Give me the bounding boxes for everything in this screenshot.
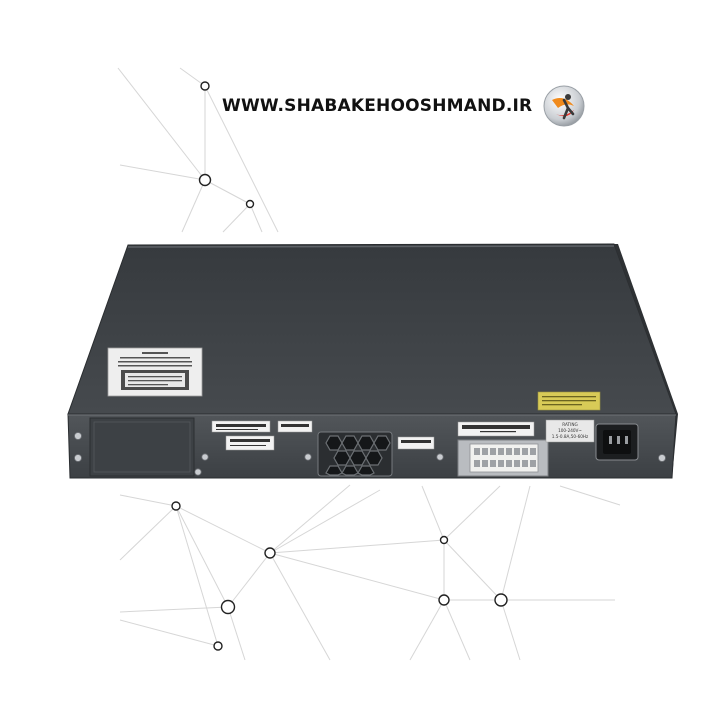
fan-vent [317,431,393,477]
warning-label [537,391,601,411]
serial-number-labels [211,420,535,451]
power-rating-label: RATING 100-240V~ 1.5-0.8A,50-60Hz [545,419,595,443]
rps-connector [457,439,549,477]
compliance-label [107,347,203,397]
module-slot-cover [89,417,195,477]
rating-title: RATING [562,422,577,427]
watermark-site-text: WWW.SHABAKEHOOSHMAND.IR [222,96,533,116]
shabake-hooshmand-logo-icon [543,85,585,127]
watermark: WWW.SHABAKEHOOSHMAND.IR [222,84,586,128]
rating-voltage: 100-240V~ [558,428,582,433]
rating-current: 1.5-0.8A,50-60Hz [552,434,589,439]
rear-screws [74,432,666,476]
ac-power-inlet [595,423,639,461]
